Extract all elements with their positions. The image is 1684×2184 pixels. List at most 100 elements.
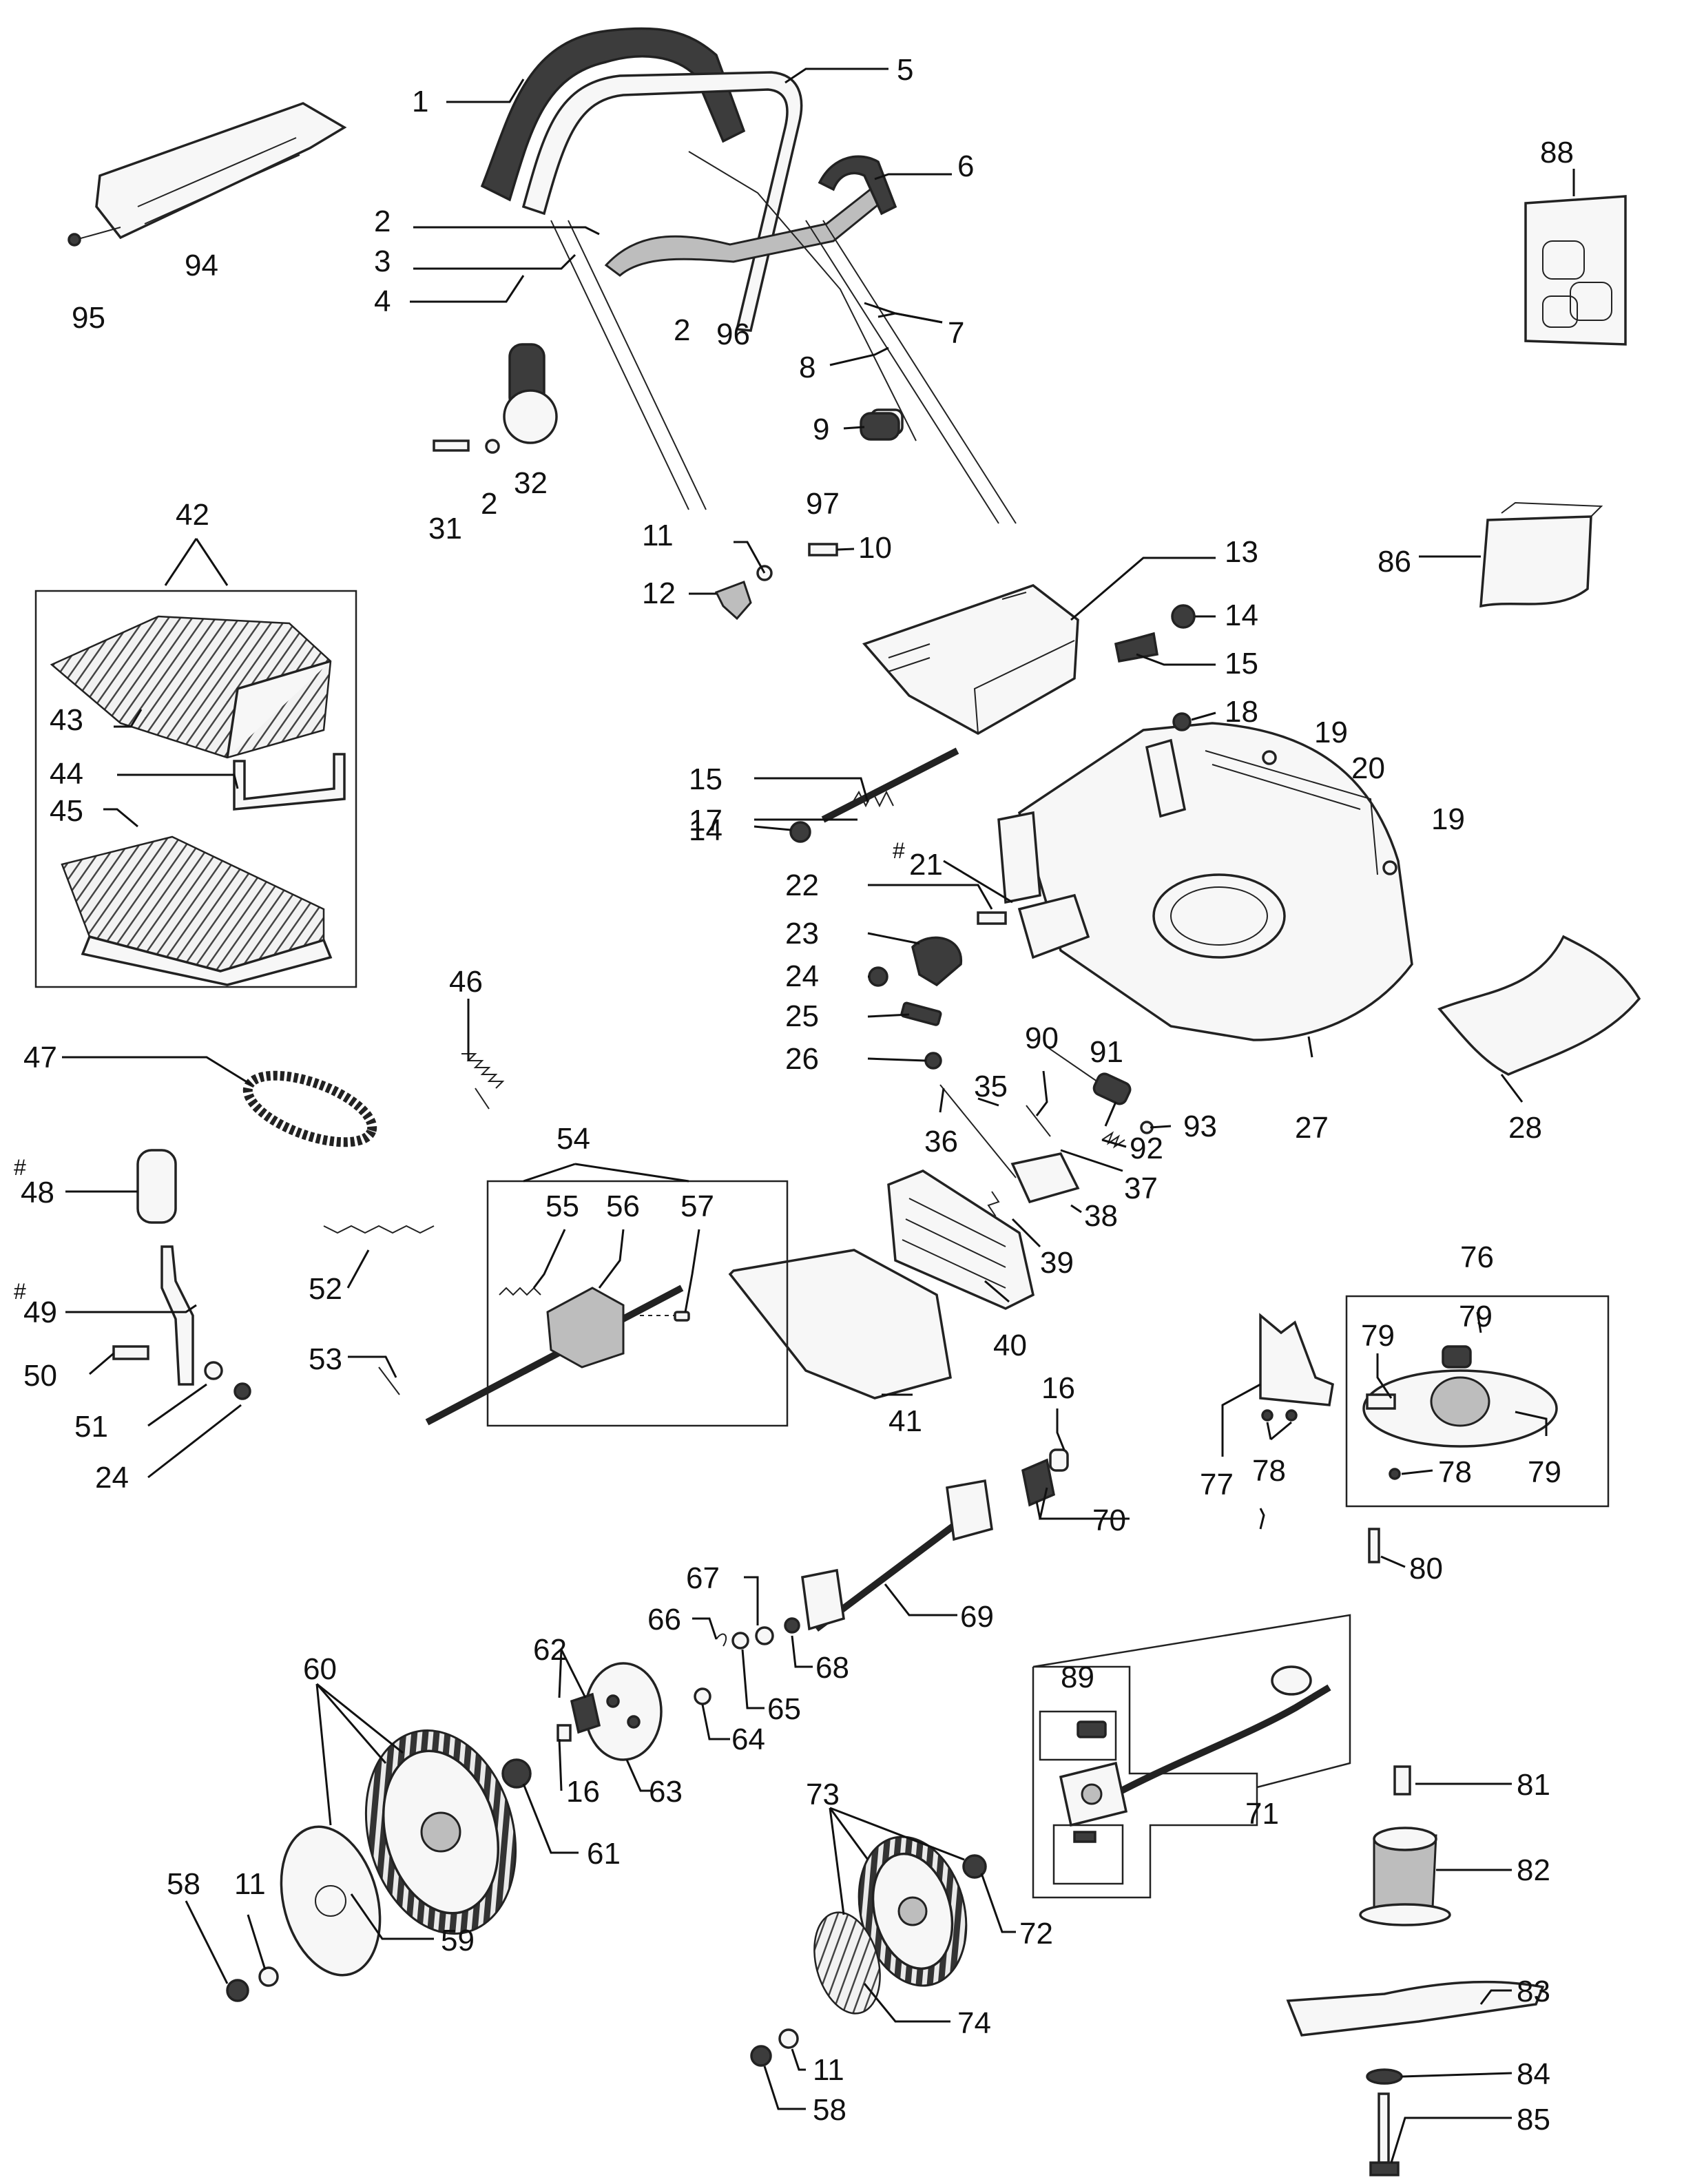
callout-58: 58 bbox=[167, 1867, 200, 1901]
callout-92: 92 bbox=[1130, 1132, 1163, 1165]
cover-94-drawing bbox=[67, 102, 347, 247]
callout-11: 11 bbox=[642, 519, 674, 552]
callout-14: 14 bbox=[1225, 599, 1258, 632]
callout-14: 14 bbox=[689, 813, 723, 847]
callout-78: 78 bbox=[1438, 1455, 1472, 1489]
callout-95: 95 bbox=[72, 301, 105, 335]
callout-82: 82 bbox=[1517, 1853, 1550, 1887]
collector-43-44-45-drawing bbox=[50, 615, 346, 986]
callout-76: 76 bbox=[1460, 1240, 1494, 1274]
callout-42: 42 bbox=[176, 498, 209, 532]
chute-41-drawing bbox=[728, 1249, 952, 1400]
rear-rod-17-drawing bbox=[789, 747, 959, 843]
callout-39: 39 bbox=[1040, 1246, 1074, 1280]
callout-28: 28 bbox=[1508, 1111, 1542, 1145]
gears-62-63-70-drawing bbox=[557, 1448, 1069, 1761]
side-flap-28-drawing bbox=[1437, 935, 1641, 1076]
blade-stack-80-85-drawing bbox=[1286, 1528, 1545, 2176]
callout-79: 79 bbox=[1528, 1455, 1561, 1489]
callout-73: 73 bbox=[806, 1778, 840, 1811]
callout-90: 90 bbox=[1025, 1021, 1059, 1055]
callout-47: 47 bbox=[23, 1041, 57, 1074]
callout-11: 11 bbox=[813, 2053, 844, 2087]
callout-64: 64 bbox=[731, 1723, 765, 1756]
callout-2: 2 bbox=[481, 487, 497, 521]
callout-41: 41 bbox=[888, 1404, 922, 1438]
height-adjuster-21-26-drawing bbox=[868, 893, 1090, 1070]
callout-2: 2 bbox=[374, 205, 391, 238]
callout-93: 93 bbox=[1183, 1110, 1217, 1143]
callout-53: 53 bbox=[309, 1342, 342, 1376]
callout-67: 67 bbox=[686, 1561, 720, 1595]
callout-6: 6 bbox=[957, 149, 974, 183]
callout-1: 1 bbox=[412, 85, 428, 118]
callout-58: 58 bbox=[813, 2093, 846, 2127]
callout-37: 37 bbox=[1124, 1172, 1158, 1205]
callout-16: 16 bbox=[566, 1775, 600, 1809]
callout-11: 11 bbox=[234, 1867, 266, 1901]
deck-27-drawing bbox=[997, 712, 1413, 1041]
callout-2: 2 bbox=[674, 313, 690, 347]
callout-9: 9 bbox=[813, 413, 829, 446]
callout-62: 62 bbox=[533, 1633, 567, 1667]
callout-49: 49 bbox=[23, 1296, 57, 1329]
callout-52: 52 bbox=[309, 1272, 342, 1306]
callout-68: 68 bbox=[815, 1651, 849, 1685]
callout-36: 36 bbox=[924, 1125, 958, 1158]
callout-32: 32 bbox=[514, 466, 548, 500]
handle-assembly-drawing bbox=[480, 27, 1017, 524]
small-parts-48-53-drawing bbox=[112, 1149, 435, 1400]
spring-belt-46-47-drawing bbox=[242, 1053, 505, 1147]
collector-kit-box bbox=[34, 590, 357, 988]
callout-70: 70 bbox=[1092, 1504, 1126, 1537]
callout-12: 12 bbox=[642, 576, 676, 610]
callout-43: 43 bbox=[50, 703, 83, 737]
rear-wheel-60-drawing bbox=[226, 1729, 532, 2002]
callout-61: 61 bbox=[587, 1837, 621, 1871]
front-axle-71-89-drawing bbox=[1039, 1665, 1331, 1885]
rear-flap-13-drawing bbox=[862, 584, 1196, 736]
front-axle-kit-box bbox=[1032, 1614, 1351, 1899]
callout-21: 21 bbox=[909, 848, 943, 882]
callout-38: 38 bbox=[1084, 1199, 1118, 1233]
callout-16: 16 bbox=[1041, 1371, 1075, 1405]
callout-25: 25 bbox=[785, 999, 819, 1033]
callout-40: 40 bbox=[993, 1329, 1027, 1362]
blade-kit-box bbox=[1345, 1295, 1610, 1508]
callout-80: 80 bbox=[1409, 1552, 1443, 1585]
callout-91: 91 bbox=[1090, 1035, 1123, 1069]
callout-20: 20 bbox=[1351, 751, 1385, 785]
callout-31: 31 bbox=[428, 512, 462, 545]
callout-57: 57 bbox=[680, 1189, 714, 1223]
callout-23: 23 bbox=[785, 917, 819, 950]
callout-79: 79 bbox=[1361, 1319, 1395, 1353]
callout-55: 55 bbox=[545, 1189, 579, 1223]
callout-44: 44 bbox=[50, 757, 83, 791]
callout-15: 15 bbox=[689, 762, 723, 796]
gearbox-kit-box bbox=[486, 1180, 789, 1427]
callout-15: 15 bbox=[1225, 647, 1258, 680]
callout-8: 8 bbox=[799, 351, 815, 384]
callout-71: 71 bbox=[1245, 1797, 1279, 1831]
callout-13: 13 bbox=[1225, 535, 1258, 569]
callout-89: 89 bbox=[1061, 1661, 1094, 1694]
callout-48: 48 bbox=[21, 1176, 54, 1209]
callout-65: 65 bbox=[767, 1692, 801, 1726]
callout-numbers: 1 5 6 2 3 4 2 96 7 8 9 31 2 32 97 10 11 … bbox=[14, 53, 1574, 2136]
callout-19: 19 bbox=[1314, 716, 1348, 749]
decal-88-drawing bbox=[1524, 195, 1627, 346]
callout-hash-48: # bbox=[14, 1155, 26, 1180]
front-wheel-73-drawing bbox=[750, 1835, 987, 2067]
callout-94: 94 bbox=[185, 249, 218, 282]
callout-10: 10 bbox=[858, 531, 892, 565]
flap-86-drawing bbox=[1479, 501, 1603, 608]
callout-45: 45 bbox=[50, 794, 83, 828]
callout-63: 63 bbox=[649, 1775, 683, 1809]
callout-4: 4 bbox=[374, 284, 391, 318]
gearbox-55-57-drawing bbox=[425, 1285, 690, 1426]
callout-hash-49: # bbox=[14, 1279, 26, 1304]
leader-lines bbox=[62, 67, 1575, 2163]
callout-79: 79 bbox=[1459, 1300, 1493, 1333]
callout-88: 88 bbox=[1540, 136, 1574, 169]
callout-17: 17 bbox=[689, 804, 723, 838]
